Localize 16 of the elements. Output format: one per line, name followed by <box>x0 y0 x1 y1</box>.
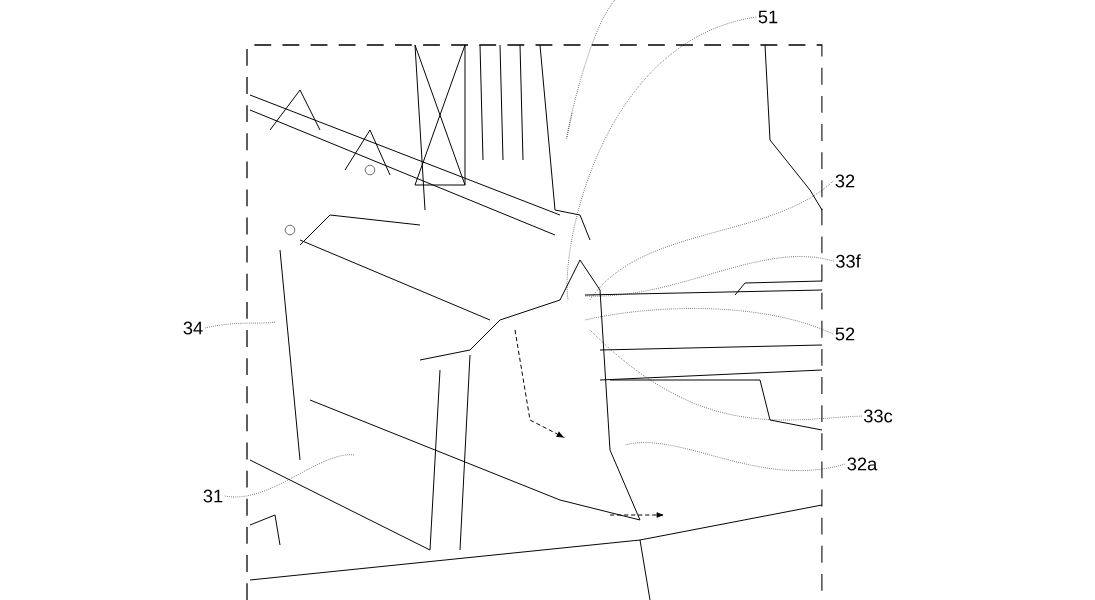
leader-line <box>224 454 356 498</box>
callout-number: 33f <box>836 254 861 268</box>
callout-number: 52 <box>835 327 855 341</box>
leader-line <box>589 180 834 301</box>
callout-number: 32 <box>835 174 855 188</box>
callout-number: 51 <box>758 10 778 24</box>
callout-number: 34 <box>183 321 203 335</box>
leader-line <box>204 321 276 329</box>
leader-line <box>589 329 862 421</box>
callout-number: 33c <box>864 409 893 423</box>
callout-number: 32a <box>847 457 878 471</box>
leader-line <box>584 256 834 297</box>
leader-line <box>624 442 846 471</box>
leader-line <box>566 16 757 301</box>
callout-number: 31 <box>203 489 223 503</box>
leader-line <box>584 308 834 335</box>
